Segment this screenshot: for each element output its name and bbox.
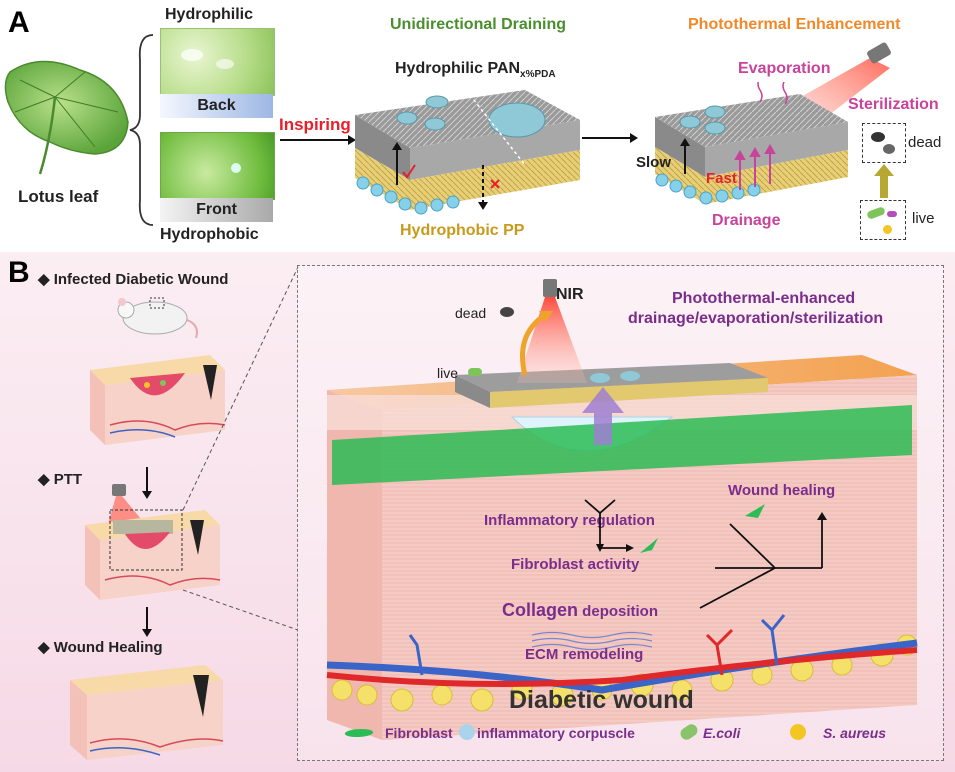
pan-label: Hydrophilic PANx%PDA	[395, 60, 556, 81]
dead-label-b: dead	[455, 305, 487, 321]
unidirectional-title: Unidirectional Draining	[390, 16, 567, 33]
collagen-deposition-label: Collagen deposition	[502, 600, 659, 620]
fast-label: Fast	[706, 170, 737, 187]
photothermal-enhanced-line2: drainage/evaporation/sterilization	[628, 310, 884, 327]
inflammatory-legend-label: inflammatory corpuscle	[477, 725, 635, 741]
saureus-legend-icon	[790, 724, 806, 740]
sterilization-label: Sterilization	[848, 96, 939, 113]
panel-b-letter: B	[8, 256, 30, 289]
saureus-legend-label: S. aureus	[823, 725, 887, 741]
panel-a-letter: A	[8, 6, 30, 39]
step-infected-label: ◆ Infected Diabetic Wound	[38, 271, 229, 288]
live-bacteria-box	[860, 200, 906, 240]
fibroblast-activity-label: Fibroblast activity	[511, 556, 640, 573]
leaf-back-image	[160, 28, 275, 96]
membrane-photothermal	[655, 82, 848, 205]
upward-flow-arrow	[582, 387, 624, 445]
ecoli-legend-icon	[678, 721, 700, 743]
leaf-front-image	[160, 132, 275, 200]
healed-skin-block	[70, 665, 224, 760]
step-ptt-label: ◆ PTT	[38, 471, 83, 488]
zoom-lines	[182, 266, 299, 631]
nir-beam	[517, 279, 587, 383]
lotus-leaf-illustration	[4, 60, 129, 175]
tissue-block	[326, 355, 918, 740]
live-bacteria-b	[468, 368, 482, 376]
mouse-illustration	[117, 297, 198, 339]
pp-label: Hydrophobic PP	[400, 222, 525, 239]
step-healing-label: ◆ Wound Healing	[38, 639, 163, 656]
inspiring-label: Inspiring	[279, 115, 351, 134]
slow-label: Slow	[636, 154, 672, 171]
wound-healing-label: Wound healing	[728, 482, 836, 499]
fibroblast-legend-icon	[342, 729, 376, 737]
inflammatory-legend-icon	[459, 724, 475, 740]
live-label-b: live	[437, 365, 459, 381]
inspiring-arrow	[280, 135, 356, 145]
back-bar: Back	[160, 94, 273, 118]
membrane-unidirectional	[355, 90, 580, 215]
ecm-label: ECM remodeling	[525, 646, 644, 663]
dead-bacteria-b	[500, 307, 514, 317]
brace	[129, 34, 154, 226]
hydrophilic-label: Hydrophilic	[165, 6, 254, 23]
photothermal-title: Photothermal Enhancement	[688, 16, 901, 33]
dead-label-a: dead	[908, 134, 942, 151]
process-arrow	[582, 133, 638, 143]
live-label-a: live	[912, 210, 935, 227]
front-label: Front	[196, 201, 237, 218]
diabetic-wound-title: Diabetic wound	[509, 686, 694, 714]
mechanism-arrows	[584, 499, 827, 609]
ecoli-legend-label: E.coli	[703, 725, 741, 741]
nir-label: NIR	[556, 286, 584, 303]
wound-dressing	[455, 363, 768, 408]
dead-bacteria-box	[862, 123, 906, 163]
lotus-leaf-label: Lotus leaf	[18, 187, 99, 206]
evaporation-label: Evaporation	[738, 60, 831, 77]
ptt-skin-block	[85, 484, 221, 600]
infected-skin-block	[90, 355, 226, 445]
photothermal-enhanced-line1: Photothermal-enhanced	[672, 290, 856, 307]
drainage-label: Drainage	[712, 212, 781, 229]
hydrophobic-label: Hydrophobic	[160, 226, 259, 243]
fibroblast-legend-label: Fibroblast	[385, 725, 453, 741]
back-label: Back	[197, 97, 236, 114]
step-arrow-2	[142, 607, 152, 637]
legend: Fibroblast inflammatory corpuscle E.coli…	[342, 721, 935, 745]
sterilize-arrow	[874, 164, 894, 198]
inflammatory-regulation-label: Inflammatory regulation	[484, 512, 655, 529]
step-arrow-1	[142, 467, 152, 499]
front-bar: Front	[160, 198, 273, 222]
